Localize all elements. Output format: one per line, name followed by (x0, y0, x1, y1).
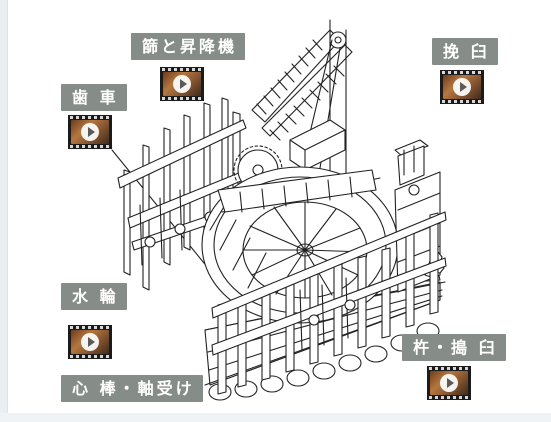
left-fence (117, 97, 249, 291)
film-play-icon[interactable] (68, 115, 112, 149)
label-gear: 歯 車 (61, 84, 127, 111)
watermill-line-drawing (111, 19, 447, 401)
front-fence (211, 211, 447, 395)
film-play-icon[interactable] (160, 67, 204, 101)
bottom-background-strip (0, 413, 551, 422)
film-play-icon[interactable] (440, 70, 484, 104)
left-background-strip (0, 0, 8, 422)
label-water-wheel: 水 輪 (61, 283, 127, 310)
label-grinding-mill: 挽 臼 (432, 38, 498, 65)
film-play-icon[interactable] (68, 325, 112, 359)
water-wheel (201, 166, 399, 324)
label-shaft-bearing: 心 棒・軸受け (61, 375, 203, 402)
label-pestle-mortar: 杵・搗 臼 (402, 334, 506, 361)
label-sieve-elevator: 篩と昇降機 (131, 33, 246, 60)
sieve-elevator (251, 19, 353, 181)
film-play-icon[interactable] (427, 366, 471, 400)
